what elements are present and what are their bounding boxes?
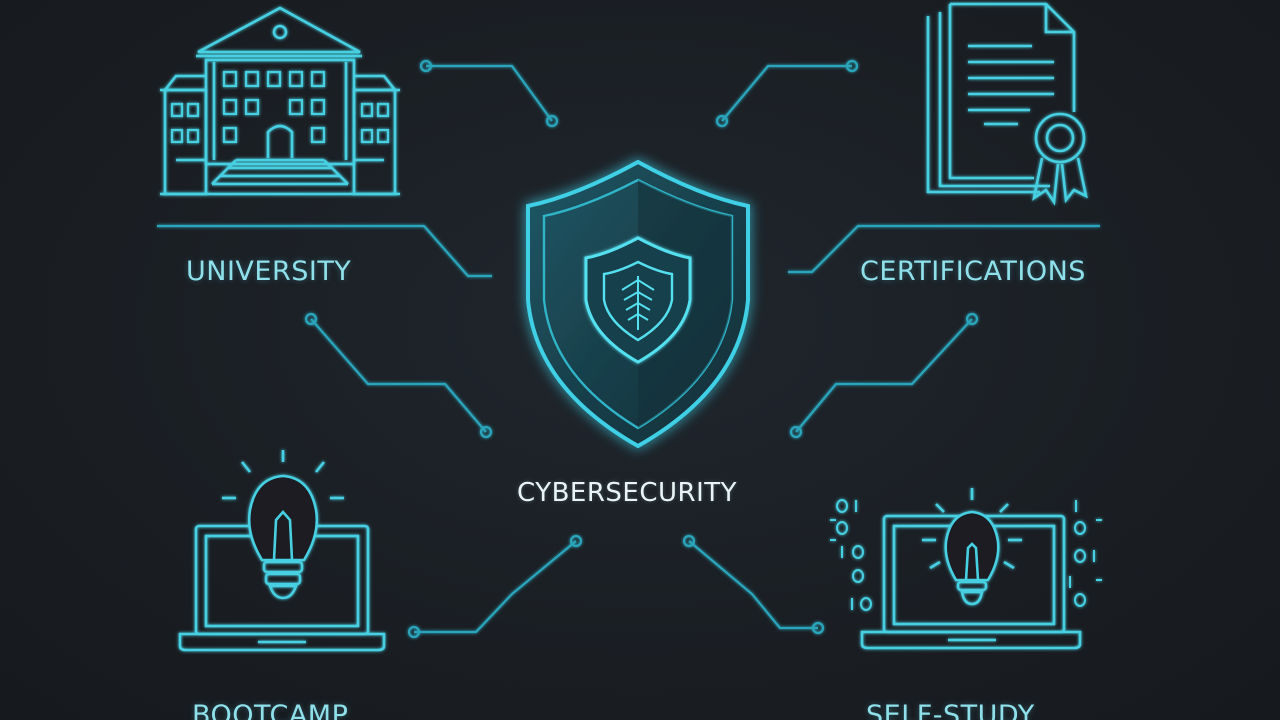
connector-certifications-underline: [788, 224, 1100, 274]
node-label-certifications: CERTIFICATIONS: [860, 256, 1086, 287]
center-label-cybersecurity: CYBERSECURITY: [517, 478, 738, 508]
connector-bottom-right: [682, 534, 825, 635]
connector-top-right: [715, 59, 859, 128]
certificate-document-icon: [926, 2, 1088, 206]
shield-icon: [526, 159, 750, 449]
connector-top-left: [419, 59, 559, 128]
connector-mid-right: [789, 312, 979, 439]
node-label-self-study: SELF-STUDY: [866, 700, 1035, 720]
connector-university-underline: [157, 224, 492, 278]
laptop-lightbulb-icon: [830, 488, 1102, 650]
university-building-icon: [160, 6, 400, 196]
laptop-lightbulb-icon: [178, 450, 386, 652]
connector-mid-left: [304, 312, 493, 439]
node-label-university: UNIVERSITY: [186, 256, 352, 287]
node-label-bootcamp: BOOTCAMP: [192, 700, 349, 720]
connector-bottom-left: [407, 534, 583, 639]
